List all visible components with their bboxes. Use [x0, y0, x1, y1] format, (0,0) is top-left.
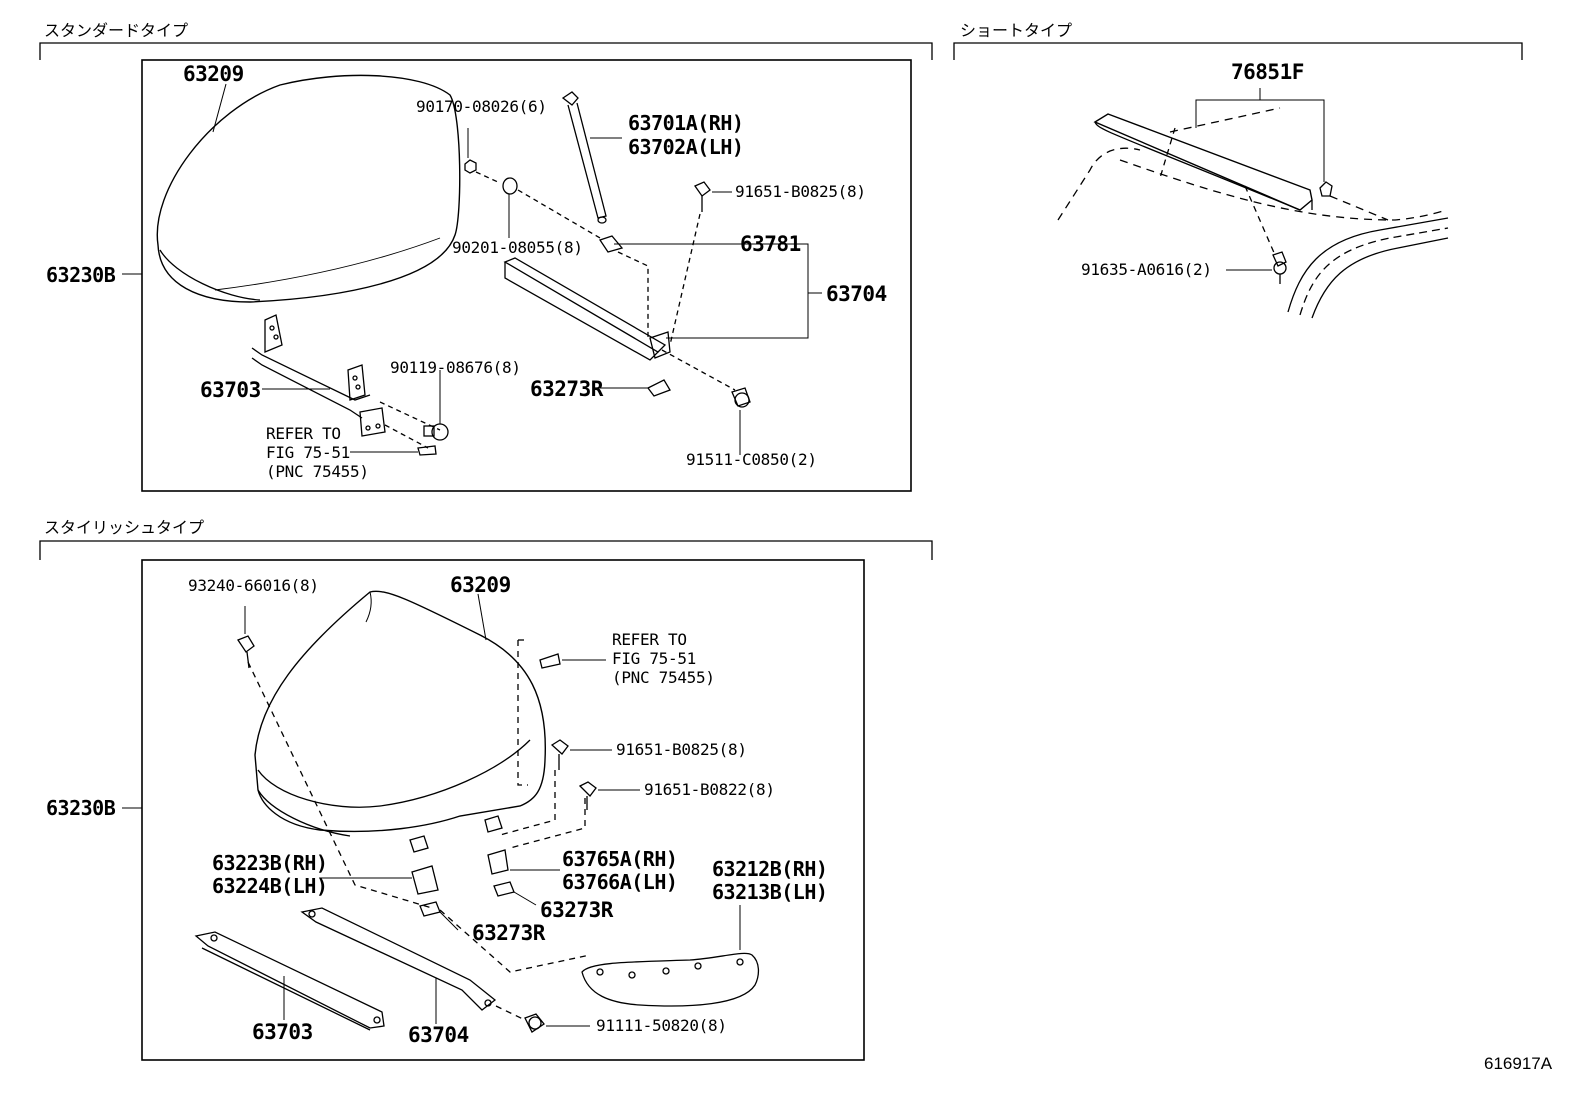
label-63213B: 63213B(LH) [712, 880, 828, 904]
stylish-plate-63212 [581, 905, 760, 1007]
label-91511: 91511-C0850(2) [686, 450, 817, 469]
label-63702A: 63702A(LH) [628, 135, 744, 159]
section-title-short: ショートタイプ [960, 21, 1073, 40]
stylish-brackets-63223 [320, 835, 459, 931]
section-title-standard: スタンダードタイプ [44, 21, 189, 40]
stylish-bolt-91651b [578, 781, 640, 810]
standard-washer-90201 [502, 177, 601, 239]
label-90201: 90201-08055(8) [452, 238, 583, 257]
short-section-bracket [953, 42, 1523, 60]
label-63703-std: 63703 [200, 378, 261, 402]
standard-bolt-91651 [669, 181, 732, 346]
label-63230B-sty: 63230B [46, 796, 116, 820]
stylish-bolt-91111 [524, 1013, 590, 1033]
label-93240: 93240-66016(8) [188, 576, 319, 595]
label-63273R-std: 63273R [530, 377, 603, 401]
label-pnc-std: (PNC 75455) [266, 462, 369, 481]
label-63223B: 63223B(RH) [212, 851, 328, 875]
label-refer-to-sty: REFER TO [612, 630, 687, 649]
standard-nut-90170 [464, 128, 501, 184]
label-63704-sty: 63704 [408, 1023, 469, 1047]
label-90119: 90119-08676(8) [390, 358, 521, 377]
standard-section-bracket [39, 42, 933, 60]
label-63273R-sty-a: 63273R [540, 898, 613, 922]
label-63781: 63781 [740, 232, 801, 256]
short-bolt-91635 [1226, 251, 1287, 284]
label-91111: 91111-50820(8) [596, 1016, 727, 1035]
stylish-clip-refer [539, 653, 606, 669]
figure-id: 616917A [1484, 1054, 1553, 1073]
label-91651-B0825-sty: 91651-B0825(8) [616, 740, 747, 759]
standard-bolt-91511 [731, 387, 751, 455]
label-63273R-sty-b: 63273R [472, 921, 545, 945]
stylish-bar-63703 [194, 931, 385, 1031]
label-91635: 91635-A0616(2) [1081, 260, 1212, 279]
label-fig-std: FIG 75-51 [266, 443, 350, 462]
stylish-bar-63704 [300, 907, 497, 1024]
section-title-stylish: スタイリッシュタイプ [44, 518, 205, 537]
standard-rod-63701 [561, 91, 622, 224]
label-pnc-sty: (PNC 75455) [612, 668, 715, 687]
standard-cover-shape [122, 74, 461, 303]
label-91651-B0822: 91651-B0822(8) [644, 780, 775, 799]
label-91651-B0825-std: 91651-B0825(8) [735, 182, 866, 201]
standard-brace-63704 [503, 235, 822, 397]
stylish-section-bracket [39, 540, 933, 560]
stylish-brackets-63765 [484, 815, 560, 906]
standard-bracket-63703 [251, 314, 386, 437]
label-63209: 63209 [183, 62, 244, 86]
short-roof-outline [1057, 107, 1449, 319]
label-63224B: 63224B(LH) [212, 874, 328, 898]
stylish-bolt-91651a [550, 739, 612, 770]
stylish-dashed-links [247, 639, 591, 1021]
label-refer-to-std: REFER TO [266, 424, 341, 443]
label-fig-sty: FIG 75-51 [612, 649, 696, 668]
label-63212B: 63212B(RH) [712, 857, 828, 881]
standard-bolt-90119 [350, 370, 449, 456]
label-76851F: 76851F [1231, 60, 1304, 84]
label-90170: 90170-08026(6) [416, 97, 547, 116]
label-63209-sty: 63209 [450, 573, 511, 597]
standard-frame [141, 59, 912, 492]
stylish-frame [141, 559, 865, 1061]
stylish-screw-93240 [237, 606, 255, 669]
label-63765A: 63765A(RH) [562, 847, 678, 871]
label-63704-std: 63704 [826, 282, 887, 306]
label-63230B: 63230B [46, 263, 116, 287]
stylish-cover-shape [122, 590, 547, 837]
label-63703-sty: 63703 [252, 1020, 313, 1044]
label-63701A: 63701A(RH) [628, 111, 744, 135]
label-63766A: 63766A(LH) [562, 870, 678, 894]
short-spoiler-76851F [1093, 88, 1333, 211]
